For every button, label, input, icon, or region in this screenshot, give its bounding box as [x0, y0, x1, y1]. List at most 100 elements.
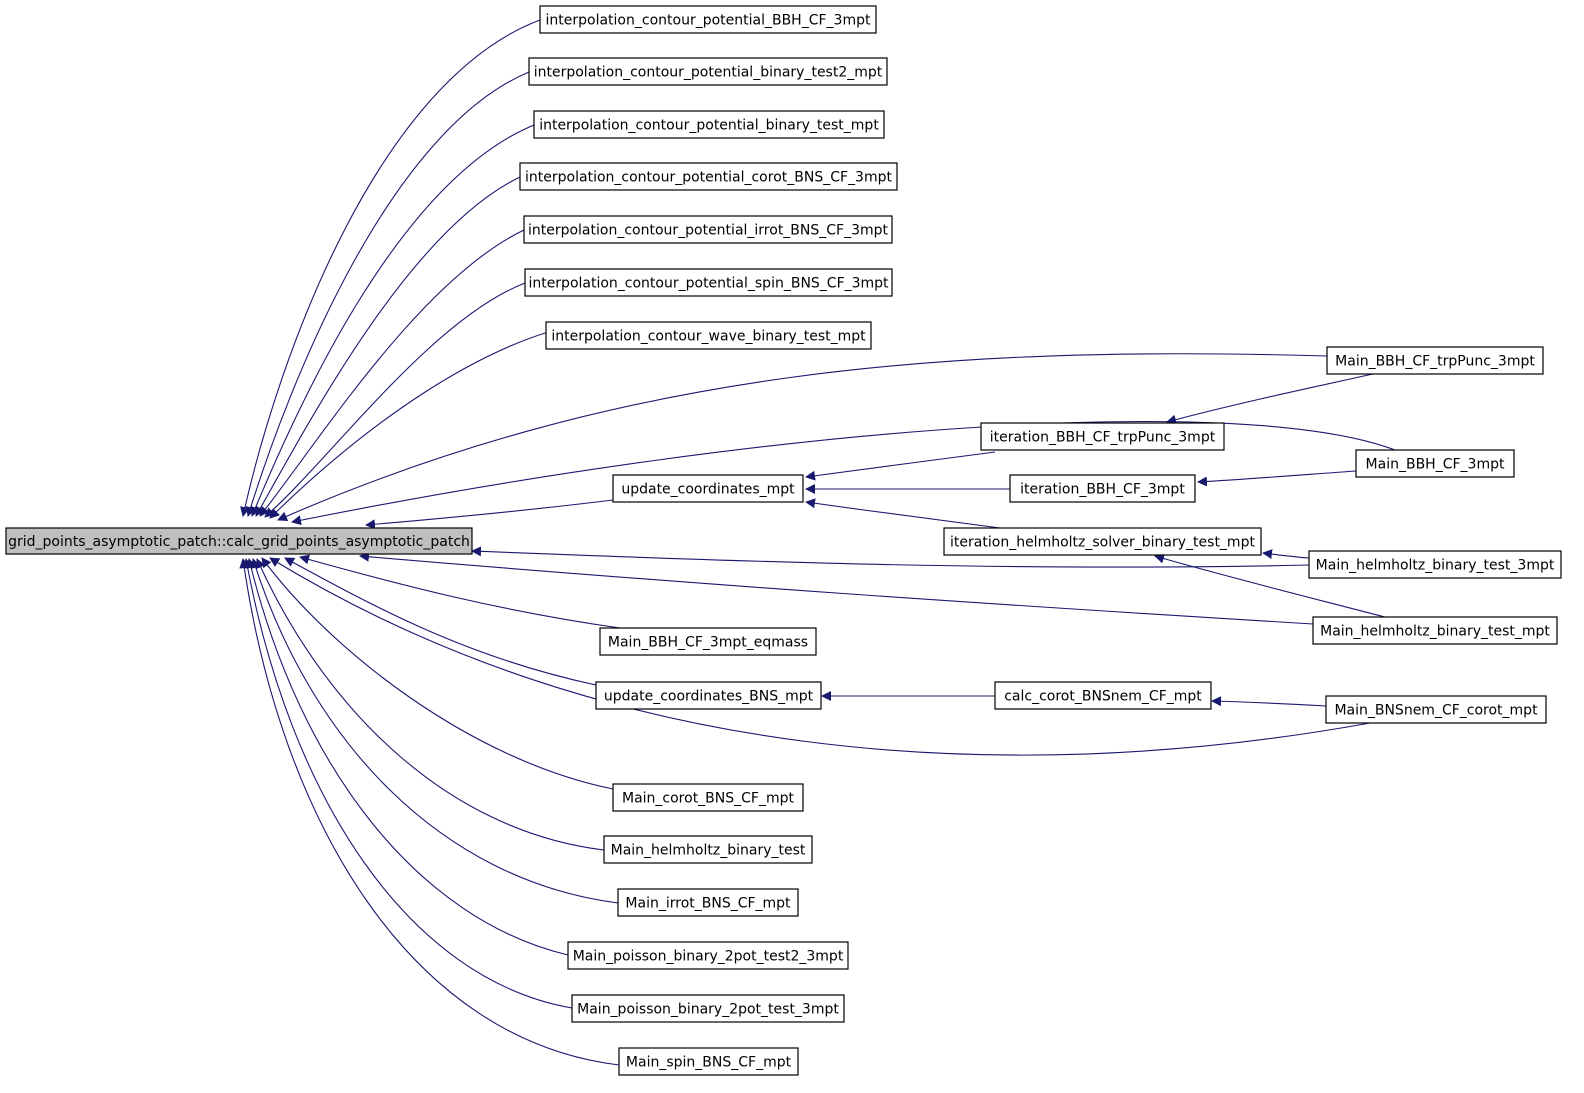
edge-icp_spin-to-root — [264, 282, 526, 518]
node-main_p2pt2[interactable]: Main_poisson_binary_2pot_test2_3mpt — [567, 941, 849, 970]
node-label[interactable]: iteration_helmholtz_solver_binary_test_m… — [950, 535, 1255, 551]
node-box[interactable] — [994, 681, 1212, 710]
node-main_corot[interactable]: Main_corot_BNS_CF_mpt — [612, 783, 804, 812]
nodes-layer: grid_points_asymptotic_patch::calc_grid_… — [5, 5, 1562, 1076]
node-label[interactable]: Main_corot_BNS_CF_mpt — [622, 791, 795, 807]
node-label[interactable]: interpolation_contour_potential_binary_t… — [534, 65, 883, 81]
node-main_bbh[interactable]: Main_BBH_CF_3mpt — [1355, 449, 1515, 478]
edge-main_hhm-to-it_hh — [1154, 553, 1386, 618]
node-it_trp[interactable]: iteration_BBH_CF_trpPunc_3mpt — [980, 422, 1225, 451]
node-box[interactable] — [524, 268, 893, 297]
node-main_irrot[interactable]: Main_irrot_BNS_CF_mpt — [617, 888, 799, 917]
node-main_spin[interactable]: Main_spin_BNS_CF_mpt — [618, 1047, 799, 1076]
node-box[interactable] — [1326, 346, 1544, 375]
node-box[interactable] — [545, 321, 872, 350]
edge-main_hhm-to-root — [359, 551, 1314, 625]
node-box[interactable] — [612, 783, 804, 812]
node-label: grid_points_asymptotic_patch::calc_grid_… — [8, 534, 470, 550]
node-label[interactable]: Main_BBH_CF_3mpt — [1366, 457, 1505, 473]
node-main_eqmass[interactable]: Main_BBH_CF_3mpt_eqmass — [599, 627, 817, 656]
edge-main_p2pt2-to-root — [246, 558, 569, 956]
node-box[interactable] — [595, 681, 822, 710]
node-label[interactable]: Main_poisson_binary_2pot_test2_3mpt — [573, 949, 844, 965]
node-box[interactable] — [519, 162, 898, 191]
node-it_bbh[interactable]: iteration_BBH_CF_3mpt — [1009, 474, 1196, 503]
node-box[interactable] — [943, 527, 1262, 556]
node-label[interactable]: interpolation_contour_wave_binary_test_m… — [551, 329, 866, 345]
node-box[interactable] — [523, 215, 893, 244]
node-label[interactable]: interpolation_contour_potential_corot_BN… — [525, 170, 892, 186]
node-upd_mpt[interactable]: update_coordinates_mpt — [612, 474, 804, 503]
node-box[interactable] — [618, 1047, 799, 1076]
node-main_bnsnem[interactable]: Main_BNSnem_CF_corot_mpt — [1325, 695, 1547, 724]
node-label[interactable]: interpolation_contour_potential_BBH_CF_3… — [546, 13, 871, 29]
node-box[interactable] — [1009, 474, 1196, 503]
node-main_trp[interactable]: Main_BBH_CF_trpPunc_3mpt — [1326, 346, 1544, 375]
node-it_hh[interactable]: iteration_helmholtz_solver_binary_test_m… — [943, 527, 1262, 556]
node-box — [5, 527, 473, 555]
node-box[interactable] — [980, 422, 1225, 451]
node-calc_corot[interactable]: calc_corot_BNSnem_CF_mpt — [994, 681, 1212, 710]
node-upd_bns[interactable]: update_coordinates_BNS_mpt — [595, 681, 822, 710]
edge-main_bbh-to-root — [291, 420, 1396, 526]
node-box[interactable] — [612, 474, 804, 503]
edge-icp_bt-to-root — [250, 124, 535, 517]
node-label[interactable]: interpolation_contour_potential_binary_t… — [539, 118, 879, 134]
edge-main_spin-to-root — [239, 558, 620, 1066]
node-label[interactable]: Main_helmholtz_binary_test_mpt — [1320, 624, 1550, 640]
node-label[interactable]: Main_BBH_CF_3mpt_eqmass — [608, 635, 808, 651]
node-icw_bt[interactable]: interpolation_contour_wave_binary_test_m… — [545, 321, 872, 350]
node-icp_corot[interactable]: interpolation_contour_potential_corot_BN… — [519, 162, 898, 191]
node-box[interactable] — [599, 627, 817, 656]
node-box[interactable] — [1355, 449, 1515, 478]
node-box[interactable] — [539, 5, 877, 34]
node-box[interactable] — [1308, 550, 1562, 579]
node-icp_irrot[interactable]: interpolation_contour_potential_irrot_BN… — [523, 215, 893, 244]
node-main_hh3[interactable]: Main_helmholtz_binary_test_3mpt — [1308, 550, 1562, 579]
node-label[interactable]: interpolation_contour_potential_irrot_BN… — [528, 223, 889, 239]
edge-main_bnsnem-to-calc_corot — [1211, 696, 1327, 707]
node-box[interactable] — [603, 835, 813, 864]
node-label[interactable]: update_coordinates_mpt — [621, 482, 795, 498]
edge-main_irrot-to-root — [250, 558, 619, 904]
node-icp_bt2[interactable]: interpolation_contour_potential_binary_t… — [528, 57, 888, 86]
node-label[interactable]: Main_BNSnem_CF_corot_mpt — [1334, 703, 1538, 719]
edge-icp_irrot-to-root — [259, 229, 525, 517]
edge-main_hh3-to-it_hh — [1262, 549, 1310, 560]
node-box[interactable] — [571, 994, 845, 1023]
node-label[interactable]: Main_BBH_CF_trpPunc_3mpt — [1335, 354, 1535, 370]
node-label[interactable]: Main_helmholtz_binary_test_3mpt — [1316, 558, 1555, 574]
node-box[interactable] — [533, 110, 885, 139]
node-label[interactable]: Main_helmholtz_binary_test — [611, 843, 806, 859]
node-main_hh_bt[interactable]: Main_helmholtz_binary_test — [603, 835, 813, 864]
edge-main_p2pt-to-root — [242, 558, 573, 1009]
node-label[interactable]: Main_irrot_BNS_CF_mpt — [625, 896, 791, 912]
edge-main_hh3-to-root — [471, 546, 1310, 568]
node-box[interactable] — [528, 57, 888, 86]
node-icp_spin[interactable]: interpolation_contour_potential_spin_BNS… — [524, 268, 893, 297]
node-label[interactable]: iteration_BBH_CF_trpPunc_3mpt — [990, 430, 1216, 446]
node-label[interactable]: Main_spin_BNS_CF_mpt — [626, 1055, 792, 1071]
node-label[interactable]: calc_corot_BNSnem_CF_mpt — [1004, 689, 1202, 705]
edge-main_trp-to-root — [277, 353, 1328, 521]
edge-icw_bt-to-root — [269, 321, 591, 519]
node-label[interactable]: update_coordinates_BNS_mpt — [604, 689, 814, 705]
node-main_p2pt[interactable]: Main_poisson_binary_2pot_test_3mpt — [571, 994, 845, 1023]
edge-main_bnsnem-to-root — [269, 557, 1371, 756]
edge-icp_corot-to-root — [255, 176, 521, 517]
node-icp_bt[interactable]: interpolation_contour_potential_binary_t… — [533, 110, 885, 139]
node-box[interactable] — [567, 941, 849, 970]
node-box[interactable] — [617, 888, 799, 917]
node-icp_bbh[interactable]: interpolation_contour_potential_BBH_CF_3… — [539, 5, 877, 34]
node-label[interactable]: interpolation_contour_potential_spin_BNS… — [528, 276, 889, 292]
node-label[interactable]: iteration_BBH_CF_3mpt — [1020, 482, 1185, 498]
edge-main_hh_bt-to-root — [256, 558, 605, 851]
edge-main_eqmass-to-root — [299, 554, 621, 629]
node-box[interactable] — [1325, 695, 1547, 724]
node-box[interactable] — [1312, 616, 1558, 645]
node-main_hhm[interactable]: Main_helmholtz_binary_test_mpt — [1312, 616, 1558, 645]
edge-main_trp-to-it_trp — [1166, 373, 1374, 425]
node-label[interactable]: Main_poisson_binary_2pot_test_3mpt — [577, 1002, 839, 1018]
node-root: grid_points_asymptotic_patch::calc_grid_… — [5, 527, 473, 555]
edge-main_bbh-to-it_bbh — [1197, 470, 1357, 487]
